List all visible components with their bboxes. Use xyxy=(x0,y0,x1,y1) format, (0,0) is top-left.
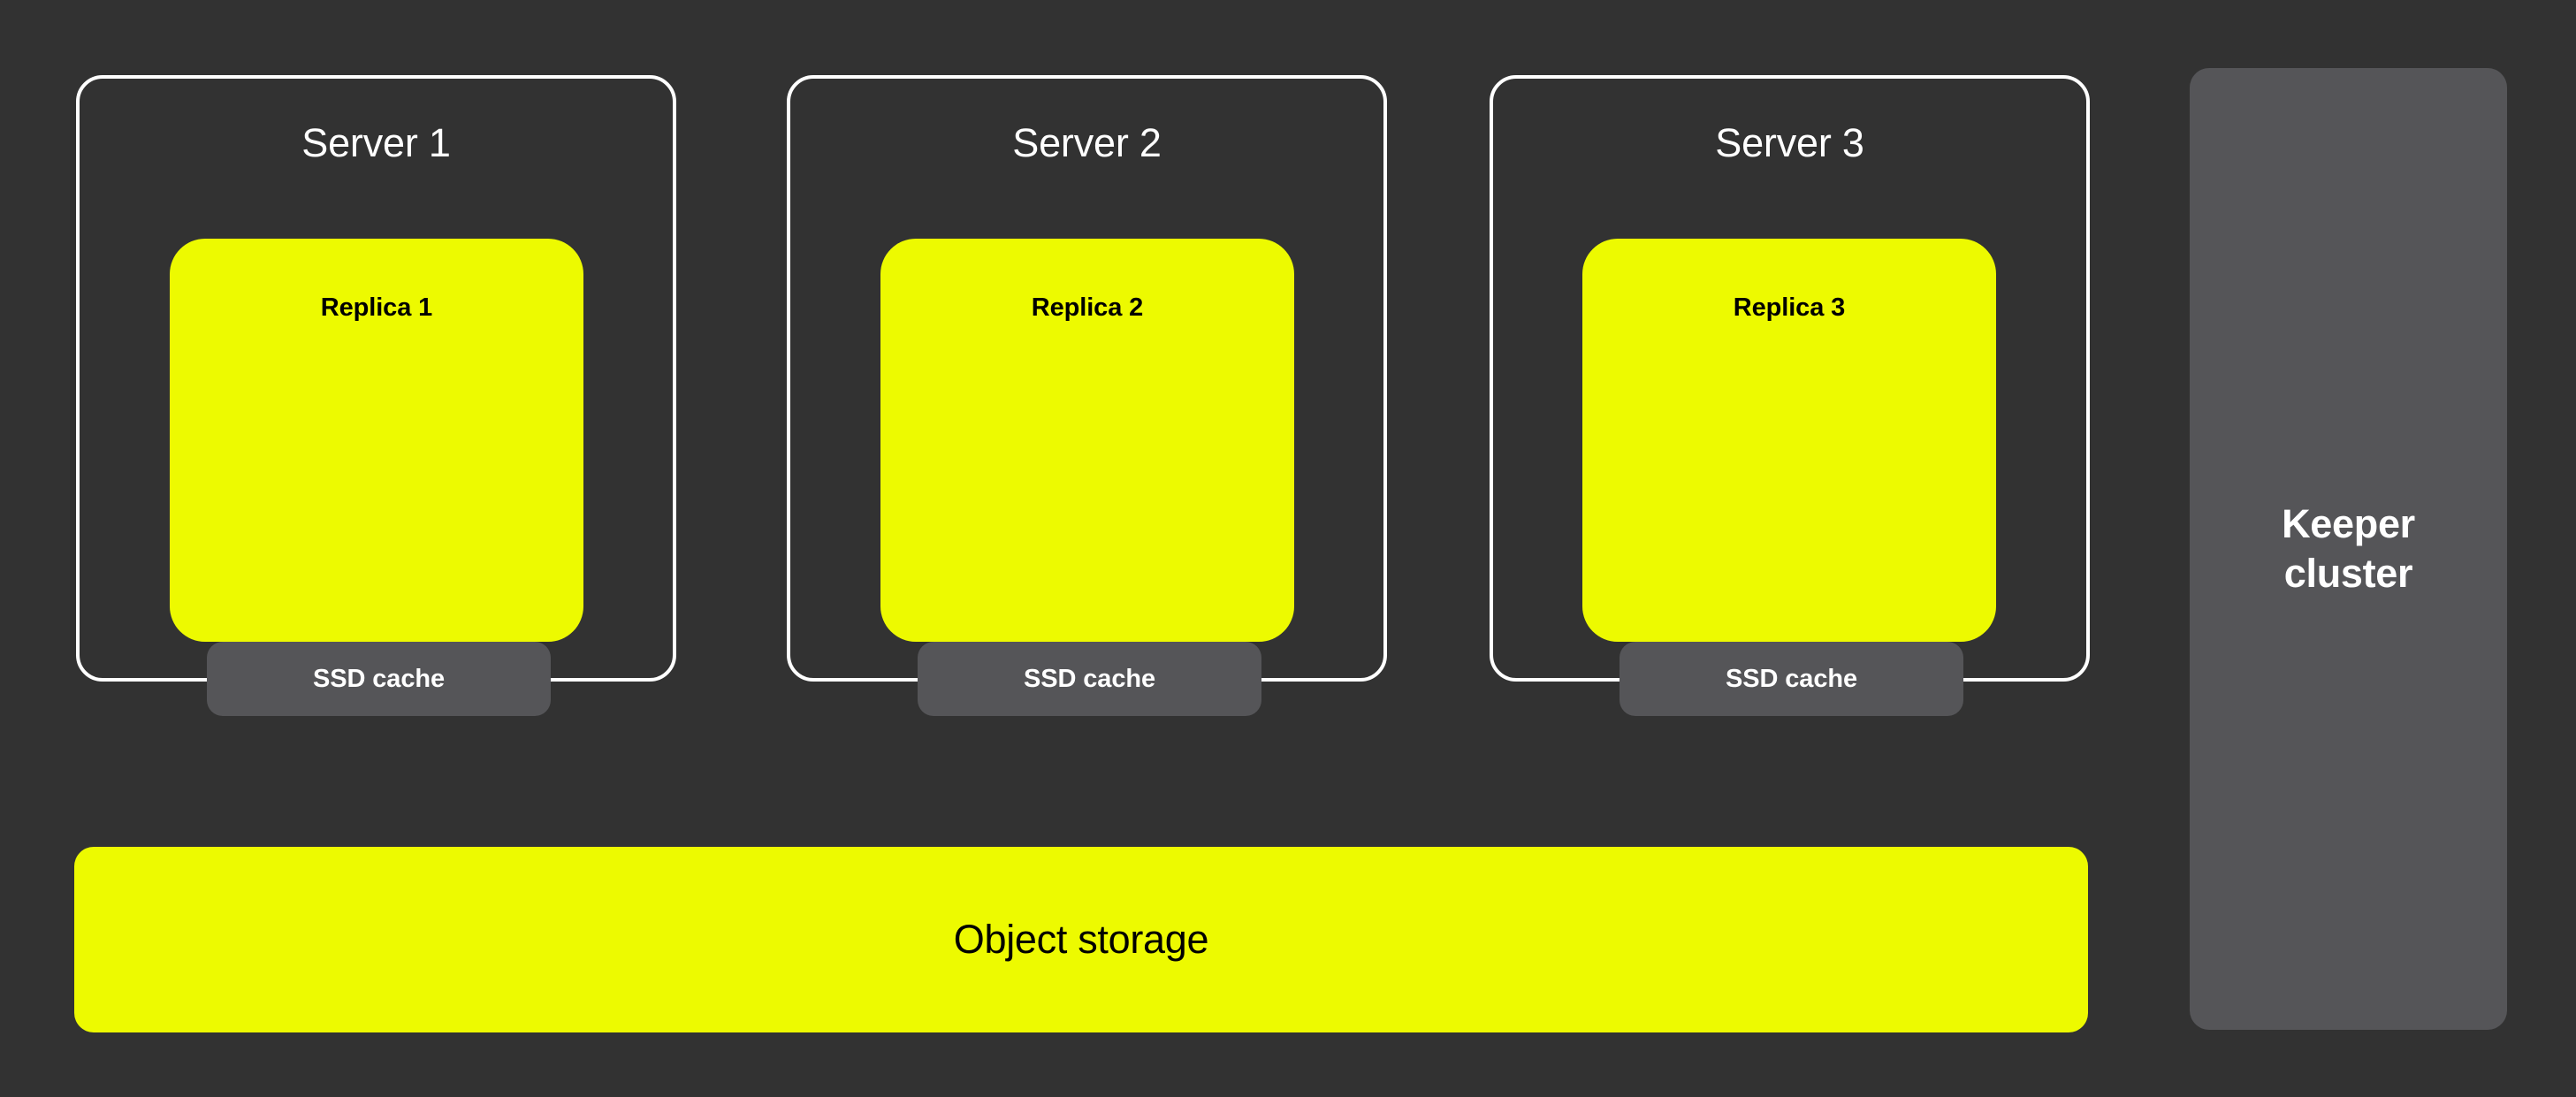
ssd-cache-label-1: SSD cache xyxy=(312,664,445,693)
ssd-cache-3: SSD cache xyxy=(1620,642,1963,716)
keeper-cluster-label: Keeper cluster xyxy=(2282,500,2415,596)
replica-box-2: Replica 2 xyxy=(880,239,1294,642)
server-title-1: Server 1 xyxy=(301,120,451,165)
replica-label-3: Replica 3 xyxy=(1733,293,1846,322)
server-title-2: Server 2 xyxy=(1012,120,1162,165)
ssd-cache-label-2: SSD cache xyxy=(1023,664,1155,693)
replica-label-1: Replica 1 xyxy=(320,293,433,322)
ssd-cache-label-3: SSD cache xyxy=(1725,664,1857,693)
replica-box-3: Replica 3 xyxy=(1582,239,1996,642)
object-storage-label: Object storage xyxy=(953,917,1209,962)
keeper-cluster-block: Keeper cluster xyxy=(2190,68,2507,1030)
object-storage-block: Object storage xyxy=(74,847,2088,1032)
ssd-cache-2: SSD cache xyxy=(918,642,1261,716)
replica-label-2: Replica 2 xyxy=(1031,293,1144,322)
server-title-3: Server 3 xyxy=(1715,120,1864,165)
replica-box-1: Replica 1 xyxy=(170,239,583,642)
ssd-cache-1: SSD cache xyxy=(207,642,551,716)
